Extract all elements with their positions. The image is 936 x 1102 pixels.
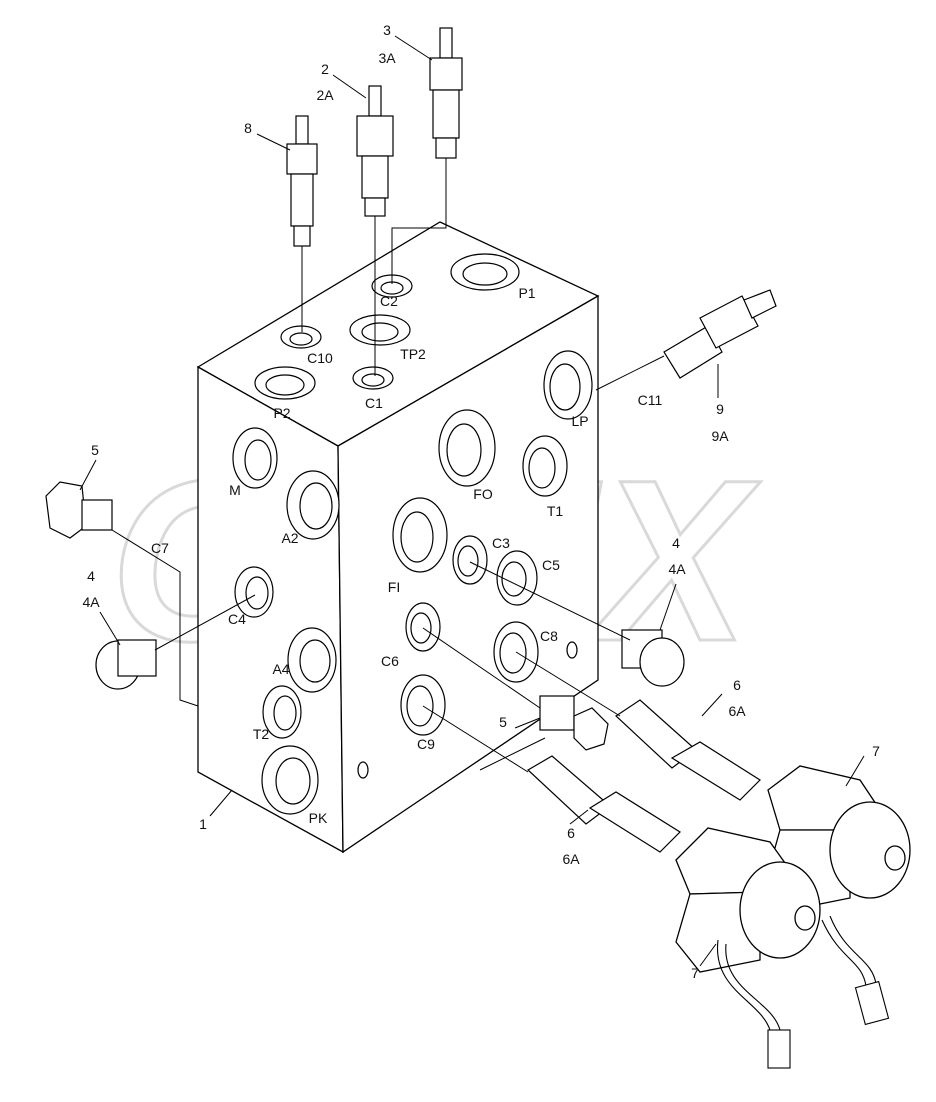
label-port-c9: C9 [417,736,435,752]
label-callout-2: 2 [321,61,329,77]
top-ports [254,253,520,400]
side-ports [232,350,593,815]
label-callout-4a-right: 4A [668,561,686,577]
plug-4-right [621,629,685,687]
label-callout-5-left: 5 [91,442,99,458]
cartridge-valve-8 [286,115,318,247]
plug-5-center [539,695,609,751]
label-port-t2: T2 [253,726,270,742]
label-port-pk: PK [309,810,328,826]
coil-7-upper [765,765,911,911]
label-callout-6-lower: 6 [567,825,575,841]
label-callout-2a: 2A [316,87,334,103]
label-callout-9: 9 [716,401,724,417]
label-port-p1: P1 [518,285,535,301]
label-port-c1: C1 [365,395,383,411]
plug-4-left [95,639,157,690]
cartridge-valve-3 [429,27,463,159]
label-callout-8: 8 [244,120,252,136]
label-callout-5-center: 5 [499,714,507,730]
coil-wires [717,915,890,1069]
label-callout-7-upper: 7 [872,743,880,759]
label-callout-3a: 3A [378,50,396,66]
label-callout-6a-upper: 6A [728,703,746,719]
label-port-t1: T1 [547,503,564,519]
cartridge-valve-2 [356,85,394,217]
label-port-c7: C7 [151,540,169,556]
label-port-c4: C4 [228,611,246,627]
coil-7-lower [675,827,821,973]
label-port-c11: C11 [638,392,663,408]
label-port-fo: FO [473,486,493,502]
label-port-c3: C3 [492,535,510,551]
label-port-c5: C5 [542,557,560,573]
label-port-c2: C2 [380,293,398,309]
label-port-c8: C8 [540,628,558,644]
cartridge-valve-9 [663,289,777,379]
label-callout-6-upper: 6 [733,677,741,693]
label-callout-3: 3 [383,22,391,38]
label-port-c6: C6 [381,653,399,669]
label-callout-9a: 9A [711,428,729,444]
plug-5-left [45,481,113,539]
label-port-c10: C10 [307,350,333,366]
label-callout-1: 1 [199,816,207,832]
label-port-m: M [229,482,241,498]
solenoid-cartridge-6-lower [526,755,681,853]
label-port-a2: A2 [281,530,298,546]
leader-lines [79,35,865,967]
label-port-tp2: TP2 [400,346,426,362]
label-callout-4-right: 4 [672,535,680,551]
label-port-a4: A4 [272,661,289,677]
solenoid-cartridge-6-upper [615,699,761,801]
label-callout-6a-lower: 6A [562,851,580,867]
label-callout-4-left: 4 [87,568,95,584]
label-callout-7-lower: 7 [691,965,699,981]
label-port-lp: LP [571,413,588,429]
label-port-p2: P2 [273,405,290,421]
label-callout-4a-left: 4A [82,594,100,610]
label-port-fi: FI [388,579,400,595]
